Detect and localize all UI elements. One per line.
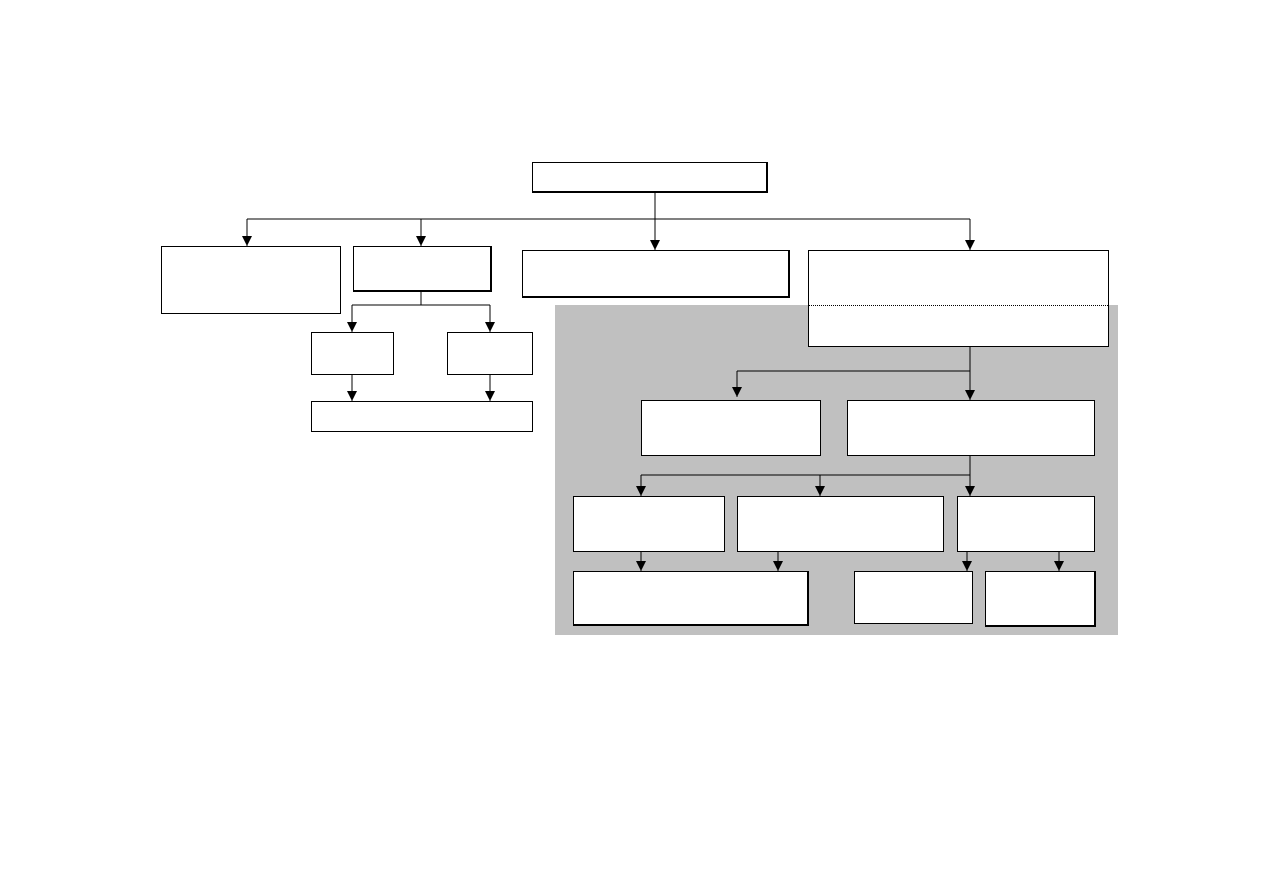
box-l3-d3 [957, 496, 1095, 552]
connector-l2-d2-trunk [641, 455, 971, 476]
box-l2-b1 [311, 332, 394, 375]
connector-l1-d-trunk [737, 346, 971, 372]
box-l2-b2 [447, 332, 533, 375]
box-l1-b [353, 246, 492, 292]
box-l3-d2 [737, 496, 944, 552]
box-l4-d2 [854, 571, 973, 624]
connector-l1-b-trunk [352, 291, 490, 306]
box-l2-d1 [641, 400, 821, 456]
box-l3-b [311, 401, 533, 432]
box-divider [809, 305, 1108, 306]
box-l4-d3 [985, 571, 1096, 627]
box-l1-c [522, 250, 790, 298]
box-l3-d1 [573, 496, 725, 552]
box-root [532, 162, 768, 193]
box-l2-d2 [847, 400, 1095, 456]
box-l1-a [161, 246, 341, 314]
box-l1-d [808, 250, 1109, 347]
box-l4-d1 [573, 571, 809, 626]
